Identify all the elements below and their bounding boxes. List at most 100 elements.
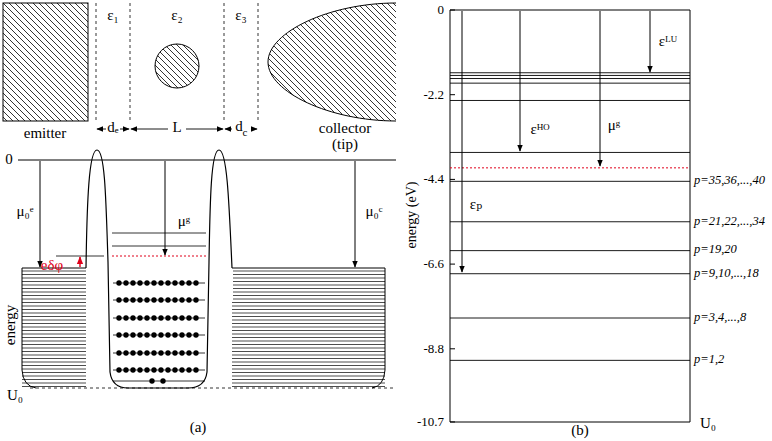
electron — [179, 315, 184, 320]
electron — [165, 297, 170, 302]
sea-line — [22, 316, 86, 317]
energy-shift: eδφ — [41, 258, 63, 274]
sea-line — [22, 285, 86, 286]
axis-title: energy (eV) — [405, 182, 420, 249]
sea-line — [22, 281, 86, 282]
sea-line — [22, 379, 86, 380]
electron — [186, 332, 191, 337]
axis-frame — [450, 10, 690, 422]
dimension-label: dₑ — [107, 120, 118, 136]
empty-level — [112, 246, 206, 247]
energy-symbol: εₚ — [470, 197, 482, 213]
sea-line — [232, 316, 385, 317]
level-index: p=1,2 — [694, 353, 724, 366]
electron — [151, 367, 156, 372]
permittivity-label: ε₂ — [171, 8, 183, 24]
sea-line — [22, 323, 86, 324]
sea-line — [233, 285, 385, 286]
sea-line — [232, 320, 385, 321]
electron — [193, 350, 198, 355]
electron — [130, 332, 135, 337]
sea-line — [232, 383, 385, 384]
vacuum-level — [18, 160, 396, 161]
electron — [123, 280, 128, 285]
axis-tick — [450, 421, 455, 422]
axis-tick — [450, 10, 455, 11]
sea-line — [232, 334, 385, 335]
collector-tip — [268, 3, 396, 121]
sea-line — [232, 323, 385, 324]
sea-line — [232, 337, 385, 338]
sea-line — [232, 302, 385, 303]
occupied-level — [113, 381, 205, 382]
empty-level — [112, 233, 206, 234]
tick-label: -10.7 — [417, 415, 444, 429]
electron — [151, 280, 156, 285]
sea-line — [22, 288, 86, 289]
electron — [158, 367, 163, 372]
sea-line — [233, 274, 385, 275]
electron — [116, 280, 121, 285]
energy-level — [450, 83, 690, 84]
electron — [137, 280, 142, 285]
energy-arrows — [40, 161, 355, 267]
electron — [116, 315, 121, 320]
shift-reference — [56, 256, 104, 257]
electron — [130, 297, 135, 302]
electron — [158, 297, 163, 302]
electron — [144, 332, 149, 337]
electron — [179, 367, 184, 372]
energy-level — [450, 72, 690, 73]
dimension-label: d — [235, 119, 243, 135]
electron — [179, 332, 184, 337]
axis-tick — [450, 179, 455, 180]
sea-line — [233, 299, 385, 300]
electron — [130, 280, 135, 285]
sea-line — [22, 306, 86, 307]
electron — [151, 332, 156, 337]
electron — [179, 350, 184, 355]
tick-label: -2.2 — [423, 88, 444, 102]
sea-line — [22, 344, 86, 345]
sea-line — [232, 309, 385, 310]
electron — [165, 315, 170, 320]
sea-line — [232, 386, 385, 387]
sea-line — [232, 348, 385, 349]
sea-line — [232, 344, 385, 345]
emitter-block — [3, 3, 88, 121]
sea-line — [22, 372, 86, 373]
electron — [193, 280, 198, 285]
sea-line — [232, 351, 385, 352]
sea-line — [22, 295, 86, 296]
axis-title: energy — [3, 305, 19, 346]
electron — [186, 350, 191, 355]
energy-symbol: μ₀ᵉ — [16, 204, 33, 220]
energy-level — [450, 360, 690, 361]
sea-line — [22, 302, 86, 303]
spectrum-levels — [450, 10, 690, 422]
part-name: emitter — [24, 126, 66, 142]
electron — [144, 315, 149, 320]
dot-levels — [112, 233, 206, 384]
collector-fermi-level — [232, 268, 385, 269]
sea-line — [22, 358, 86, 359]
sea-line — [232, 379, 385, 380]
tick-label: 0 — [438, 3, 445, 17]
electron — [116, 367, 121, 372]
sea-line — [233, 288, 385, 289]
energy-level — [450, 318, 690, 319]
level-index: p=19,20 — [694, 243, 737, 256]
electron — [160, 378, 165, 383]
electron — [144, 297, 149, 302]
electron — [158, 332, 163, 337]
sea-line — [232, 355, 385, 356]
energy-symbol: μᵍ — [608, 118, 621, 134]
sea-line — [232, 313, 385, 314]
energy-symbol: U₀ — [700, 416, 716, 432]
electron — [172, 367, 177, 372]
potential-barrier — [86, 150, 232, 388]
part-name: collector (tip) — [309, 121, 381, 153]
sea-line — [22, 348, 86, 349]
panel-label: (a) — [190, 420, 207, 436]
